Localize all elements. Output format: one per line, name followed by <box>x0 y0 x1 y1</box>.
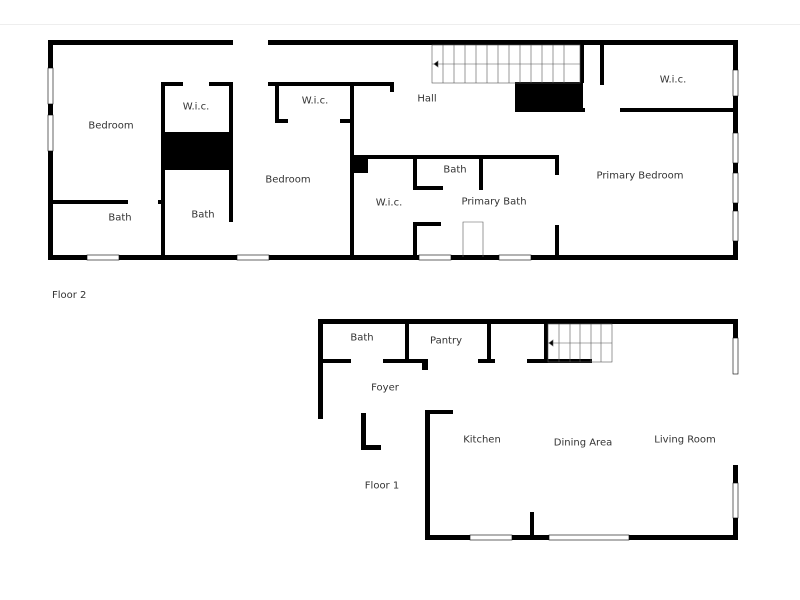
floor-2-windows <box>47 67 739 261</box>
room-label-primary-bath: Primary Bath <box>461 196 527 208</box>
room-label-bedroom-left: Bedroom <box>88 120 134 132</box>
floor-1-windows <box>469 337 739 541</box>
page-top-divider <box>0 24 800 25</box>
floor-2-stairs-icon <box>431 44 581 84</box>
room-label-wic-primary: W.i.c. <box>659 74 687 86</box>
room-label-kitchen: Kitchen <box>463 434 501 446</box>
room-label-bath-small: Bath <box>443 164 467 176</box>
vanity-outline <box>462 221 484 257</box>
room-label-primary-bedroom: Primary Bedroom <box>596 170 684 182</box>
floor-1-stairs-icon <box>547 323 613 363</box>
room-label-bath-center: Bath <box>191 209 215 221</box>
room-label-dining-area: Dining Area <box>553 437 613 449</box>
room-label-wic-left: W.i.c. <box>182 101 210 113</box>
room-label-pantry: Pantry <box>430 335 462 347</box>
room-label-bath-left: Bath <box>108 212 132 224</box>
room-label-bath-floor1: Bath <box>350 332 374 344</box>
floor-2-label: Floor 2 <box>52 290 87 301</box>
room-label-wic-bath: W.i.c. <box>375 197 403 209</box>
room-label-hall: Hall <box>417 93 437 105</box>
room-label-living-room: Living Room <box>654 434 716 446</box>
floor-1-walls <box>318 319 738 540</box>
room-label-wic-center: W.i.c. <box>301 95 329 107</box>
room-label-bedroom-center: Bedroom <box>265 174 311 186</box>
floor-2-walls <box>48 40 738 260</box>
room-label-foyer: Foyer <box>371 382 399 394</box>
floor-1-label: Floor 1 <box>364 480 400 492</box>
